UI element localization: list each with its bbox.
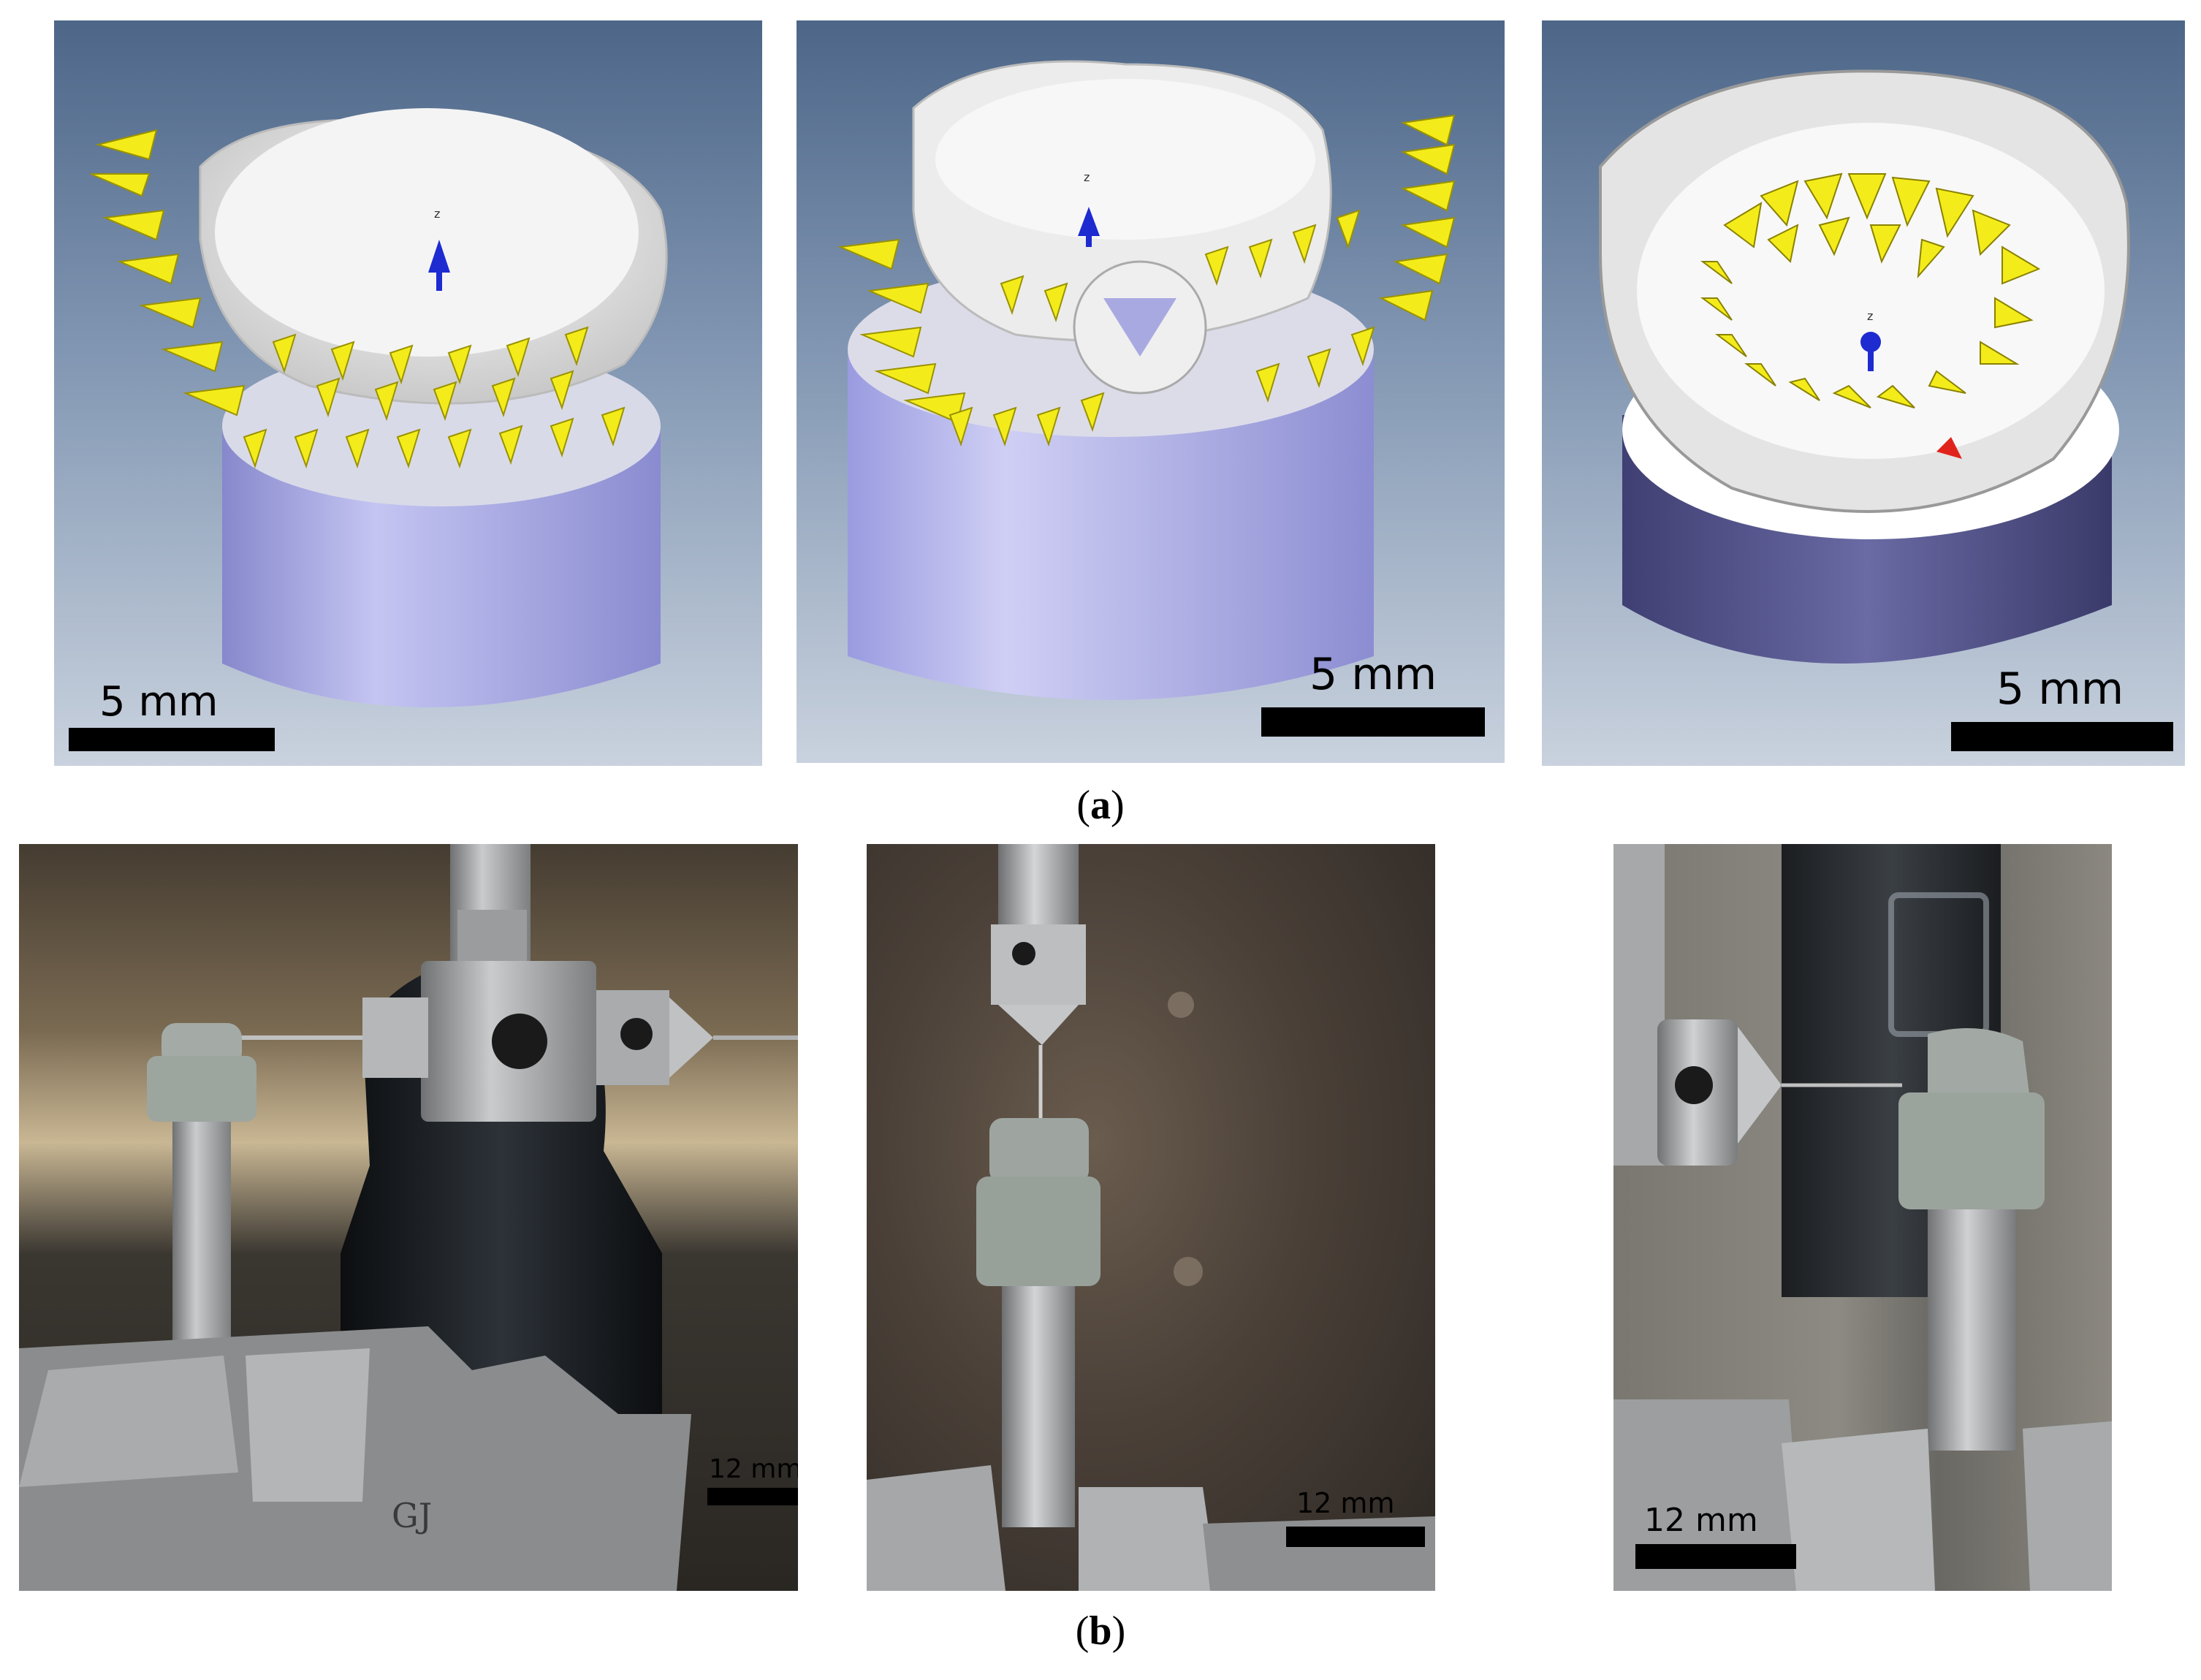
scale-bar-b2: 12 mm	[1286, 1487, 1432, 1553]
axis-label-z: z	[434, 207, 440, 221]
scale-bar-a1: 5 mm	[69, 678, 288, 751]
caption-close: )	[1111, 1608, 1126, 1654]
fixture-engraving: GJ	[392, 1496, 432, 1535]
scale-bar	[1951, 722, 2173, 751]
scale-bar-a2: 5 mm	[1261, 649, 1495, 737]
axis-label-z: z	[1084, 170, 1090, 184]
cad-panel-3: z 5 mm	[1542, 20, 2185, 766]
cad-panel-1: z 5 mm	[54, 20, 762, 766]
photo-panel-2: 12 mm	[867, 844, 1435, 1591]
cad-model-illustration-2: z	[837, 60, 1456, 700]
scale-label: 12 mm	[1296, 1487, 1395, 1519]
scale-bar	[69, 728, 275, 751]
scale-label: 5 mm	[99, 678, 218, 726]
cad-model-illustration-3: z	[1599, 69, 2130, 664]
photo-illustration-3	[1613, 844, 2112, 1591]
scale-bar-b1: 12 mm	[707, 1454, 798, 1513]
scale-label: 12 mm	[709, 1454, 798, 1484]
caption-b: (b)	[1064, 1608, 1137, 1654]
caption-letter: b	[1089, 1608, 1112, 1654]
caption-open: (	[1075, 1608, 1090, 1654]
scale-label: 12 mm	[1644, 1502, 1758, 1539]
scale-label: 5 mm	[1996, 664, 2124, 715]
scale-bar	[707, 1488, 798, 1505]
cad-panel-2: z 5 mm	[797, 20, 1505, 763]
photo-illustration-2	[867, 844, 1435, 1591]
caption-open: (	[1076, 783, 1090, 828]
scale-bar-a3: 5 mm	[1951, 664, 2185, 751]
photo-panel-3: 12 mm	[1613, 844, 2112, 1591]
scale-bar	[1286, 1527, 1425, 1547]
scale-bar	[1635, 1544, 1796, 1569]
scale-bar-b3: 12 mm	[1635, 1502, 1811, 1575]
axis-label-z: z	[1867, 309, 1873, 323]
photo-illustration-1: GJ	[19, 844, 798, 1591]
scale-bar	[1261, 707, 1485, 737]
caption-close: )	[1111, 783, 1125, 828]
caption-letter: a	[1090, 783, 1111, 828]
scale-label: 5 mm	[1309, 649, 1437, 700]
cad-model-illustration-1: z	[90, 108, 668, 707]
caption-a: (a)	[1064, 782, 1137, 829]
photo-panel-1: GJ 12 mm	[19, 844, 798, 1591]
